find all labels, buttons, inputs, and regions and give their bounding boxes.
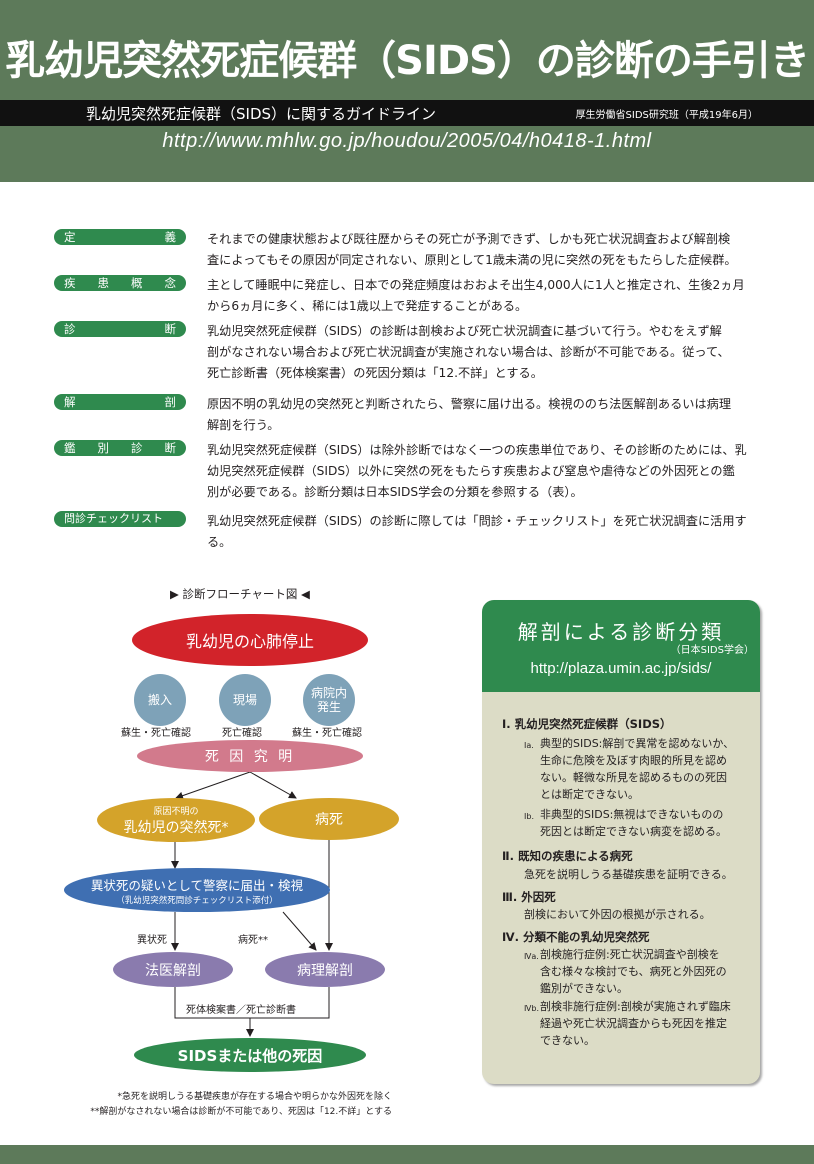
classification-url-link[interactable]: http://plaza.umin.ac.jp/sids/: [530, 660, 712, 677]
term-differential-diagnosis: 鑑別診断: [54, 440, 186, 456]
category-1: Ⅰ. 乳幼児突然死症候群（SIDS）: [502, 717, 672, 731]
category-3-text: 剖検において外因の根拠が示される。: [524, 908, 711, 921]
sub-4b-text: 剖検非施行症例:剖検が実施されず臨床経過や死亡状況調査からも死因を推定できない。: [540, 1000, 731, 1047]
sub-mark-1b: Ⅰb.: [524, 812, 534, 821]
certificate-label: 死体検案書／死亡診断書: [186, 1005, 296, 1016]
sub-mark-4b: Ⅳb.: [524, 1004, 540, 1013]
category-3: Ⅲ. 外因死: [502, 890, 556, 904]
note-transport: 蘇生・死亡確認: [121, 728, 191, 739]
sub-mark-4a: Ⅳa.: [524, 952, 539, 961]
term-disease-concept: 疾患概念: [54, 275, 186, 291]
category-2-text: 急死を説明しうる基礎疾患を証明できる。: [524, 868, 733, 881]
term-autopsy: 解剖: [54, 394, 186, 410]
unknown-main-label: 乳幼児の突然死*: [123, 819, 229, 836]
circle-transport: 搬入: [134, 674, 186, 726]
circle-scene: 現場: [219, 674, 271, 726]
unknown-small-label: 原因不明の: [153, 806, 199, 817]
disease-concept-text: 主として睡眠中に発症し、日本での発症頻度はおおよそ出生4,000人に1人と推定さ…: [207, 278, 745, 313]
sub-mark-1a: Ⅰa.: [524, 741, 534, 750]
subtitle: 乳幼児突然死症候群（SIDS）に関するガイドライン: [86, 105, 437, 123]
source-note: 厚生労働省SIDS研究班（平成19年6月）: [575, 110, 758, 121]
subtitle-band: [0, 100, 814, 126]
autopsy-text: 原因不明の乳幼児の突然死と判断されたら、警察に届け出る。検視ののち法医解剖あるい…: [207, 397, 732, 432]
term-diagnosis: 診断: [54, 321, 186, 337]
definition-text: それまでの健康状態および既往歴からその死亡が予測できず、しかも死亡状況調査および…: [207, 232, 737, 267]
diagnosis-text: 乳幼児突然死症候群（SIDS）の診断は剖検および死亡状況調査に基づいて行う。やむ…: [207, 324, 730, 380]
forensic-autopsy-node: 法医解剖: [113, 952, 233, 987]
classification-header: 解剖による診断分類 （日本SIDS学会） http://plaza.umin.a…: [482, 600, 760, 692]
edge-label-abnormal: 異状死: [137, 935, 167, 946]
disease-death-node: 病死: [259, 798, 399, 840]
sub-4a-text: 剖検施行症例:死亡状況調査や剖検を含む様々な検討でも、病死と外因死の鑑別ができな…: [540, 948, 727, 995]
pathology-autopsy-node: 病理解剖: [265, 952, 385, 987]
classification-panel: 解剖による診断分類 （日本SIDS学会） http://plaza.umin.a…: [482, 600, 760, 1084]
sub-1a-text: 典型的SIDS:解剖で異常を認めないか、生命に危険を及ぼす肉眼的所見を認めない。…: [540, 737, 735, 801]
note-in-hospital: 蘇生・死亡確認: [292, 728, 362, 739]
interview-checklist-text: 乳幼児突然死症候群（SIDS）の診断に際しては「問診・チェックリスト」を死亡状況…: [207, 514, 747, 549]
edge-label-disease: 病死**: [238, 935, 268, 946]
footnote-1: *急死を説明しうる基礎疾患が存在する場合や明らかな外因死を除く: [117, 1092, 392, 1102]
cause-investigation-node: 死 因 究 明: [137, 740, 363, 772]
result-node: SIDSまたは他の死因: [134, 1038, 366, 1072]
classification-title: 解剖による診断分類: [517, 620, 725, 644]
footer-bar: [0, 1145, 814, 1164]
footnote-2: **解剖がなされない場合は診断が不可能であり、死因は「12.不詳」とする: [90, 1107, 392, 1117]
flowchart-title: ▶ 診断フローチャート図 ◀: [170, 587, 310, 601]
differential-diagnosis-text: 乳幼児突然死症候群（SIDS）は除外診断ではなく一つの疾患単位であり、その診断の…: [207, 443, 747, 499]
source-url-link[interactable]: http://www.mhlw.go.jp/houdou/2005/04/h04…: [162, 130, 652, 152]
page-title: 乳幼児突然死症候群（SIDS）の診断の手引き: [5, 38, 810, 84]
term-definition: 定義: [54, 229, 186, 245]
police-report-sub: （乳幼児突然死問診チェックリスト添付）: [116, 895, 278, 906]
classification-society: （日本SIDS学会）: [670, 645, 754, 656]
sub-1b-text: 非典型的SIDS:無視はできないものの死因とは断定できない病変を認める。: [540, 808, 727, 838]
police-report-main: 異状死の疑いとして警察に届出・検視: [90, 877, 304, 893]
header-banner: [0, 0, 814, 182]
cardiac-arrest-node: 乳幼児の心肺停止: [132, 614, 368, 666]
circle-in-hospital: 病院内発生: [303, 674, 355, 726]
category-2: Ⅱ. 既知の疾患による病死: [502, 849, 633, 863]
category-4: Ⅳ. 分類不能の乳幼児突然死: [502, 930, 650, 944]
police-report-node: 異状死の疑いとして警察に届出・検視 （乳幼児突然死問診チェックリスト添付）: [64, 868, 330, 912]
term-interview-checklist: 問診チェックリスト: [54, 511, 186, 527]
unknown-sudden-death-node: 原因不明の 乳幼児の突然死*: [97, 798, 255, 842]
note-scene: 死亡確認: [222, 728, 262, 739]
